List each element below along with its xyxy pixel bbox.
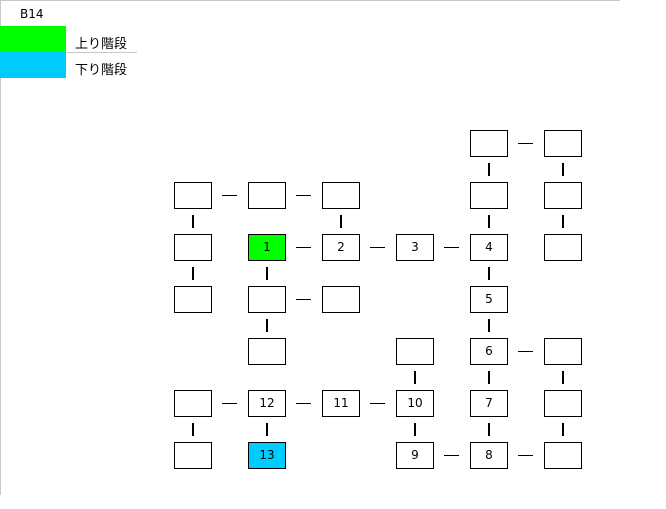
vertical-connector: [488, 163, 490, 176]
room-empty: [174, 390, 212, 417]
room-2: 2: [322, 234, 360, 261]
vertical-connector: [488, 215, 490, 228]
room-empty: [322, 286, 360, 313]
horizontal-connector: [370, 403, 385, 404]
horizontal-connector: [518, 455, 533, 456]
legend-divider: [66, 52, 137, 53]
room-empty: [248, 286, 286, 313]
vertical-connector: [266, 423, 268, 436]
frame-border-top: [0, 0, 620, 1]
room-5: 5: [470, 286, 508, 313]
room-13: 13: [248, 442, 286, 469]
horizontal-connector: [296, 299, 311, 300]
vertical-connector: [414, 371, 416, 384]
horizontal-connector: [296, 195, 311, 196]
room-9: 9: [396, 442, 434, 469]
vertical-connector: [488, 267, 490, 280]
horizontal-connector: [222, 195, 237, 196]
horizontal-connector: [296, 403, 311, 404]
legend-label-down-stairs: 下り階段: [75, 63, 128, 78]
floor-label: B14: [20, 7, 44, 21]
vertical-connector: [192, 215, 194, 228]
room-empty: [544, 182, 582, 209]
vertical-connector: [562, 163, 564, 176]
vertical-connector: [266, 319, 268, 332]
room-empty: [544, 390, 582, 417]
legend-swatch-up-stairs: [0, 26, 66, 52]
frame-border-left: [0, 0, 1, 495]
room-3: 3: [396, 234, 434, 261]
room-empty: [544, 234, 582, 261]
vertical-connector: [562, 215, 564, 228]
vertical-connector: [192, 267, 194, 280]
vertical-connector: [488, 319, 490, 332]
room-empty: [322, 182, 360, 209]
room-7: 7: [470, 390, 508, 417]
room-empty: [544, 130, 582, 157]
room-empty: [174, 234, 212, 261]
vertical-connector: [488, 371, 490, 384]
room-empty: [544, 338, 582, 365]
room-empty: [544, 442, 582, 469]
vertical-connector: [562, 371, 564, 384]
vertical-connector: [340, 215, 342, 228]
room-1: 1: [248, 234, 286, 261]
horizontal-connector: [222, 403, 237, 404]
vertical-connector: [562, 423, 564, 436]
horizontal-connector: [296, 247, 311, 248]
horizontal-connector: [370, 247, 385, 248]
vertical-connector: [192, 423, 194, 436]
legend-label-up-stairs: 上り階段: [75, 37, 128, 52]
room-12: 12: [248, 390, 286, 417]
vertical-connector: [488, 423, 490, 436]
legend-swatch-down-stairs: [0, 52, 66, 78]
room-empty: [174, 286, 212, 313]
room-11: 11: [322, 390, 360, 417]
room-8: 8: [470, 442, 508, 469]
horizontal-connector: [444, 247, 459, 248]
room-empty: [248, 182, 286, 209]
room-empty: [174, 182, 212, 209]
vertical-connector: [414, 423, 416, 436]
room-empty: [248, 338, 286, 365]
room-empty: [174, 442, 212, 469]
room-10: 10: [396, 390, 434, 417]
room-empty: [470, 130, 508, 157]
room-4: 4: [470, 234, 508, 261]
horizontal-connector: [444, 455, 459, 456]
horizontal-connector: [518, 143, 533, 144]
room-empty: [470, 182, 508, 209]
vertical-connector: [266, 267, 268, 280]
room-empty: [396, 338, 434, 365]
horizontal-connector: [518, 351, 533, 352]
room-6: 6: [470, 338, 508, 365]
